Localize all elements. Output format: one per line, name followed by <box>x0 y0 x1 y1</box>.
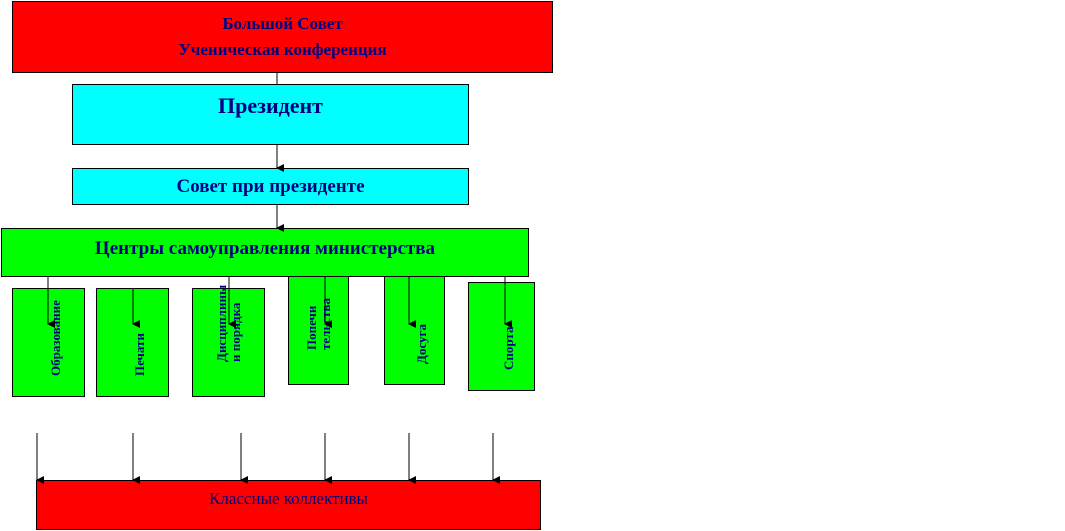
ministry-leisure-box: Досуга <box>384 276 445 385</box>
council-box: Большой Совет Ученическая конференция <box>12 1 553 73</box>
council-subtitle: Ученическая конференция <box>178 40 387 59</box>
self-government-centers-box: Центры самоуправления министерства <box>1 228 529 277</box>
ministry-sports-box: Спорта <box>468 282 535 391</box>
president-box: Президент <box>72 84 469 145</box>
class-collectives-label: Классные коллективы <box>209 489 368 508</box>
advisory-council-label: Совет при президенте <box>176 175 365 197</box>
president-label: Президент <box>217 93 323 118</box>
self-government-centers-label: Центры самоуправления министерства <box>94 238 436 259</box>
council-title: Большой Совет <box>222 14 343 33</box>
class-collectives-box: Классные коллективы <box>36 480 541 530</box>
advisory-council-box: Совет при президенте <box>72 168 469 205</box>
